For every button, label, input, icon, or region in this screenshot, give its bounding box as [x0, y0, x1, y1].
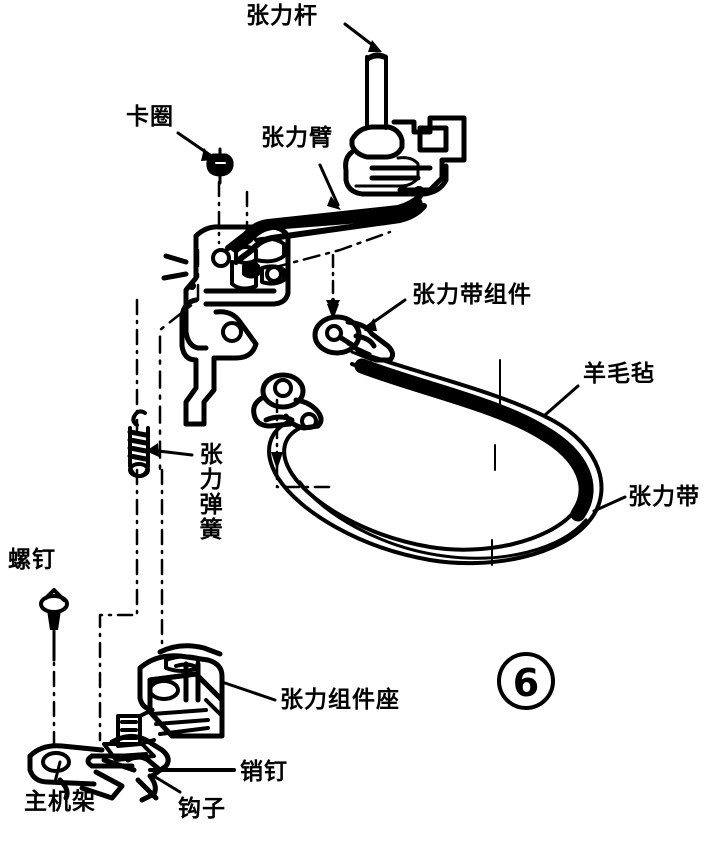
part-tension-band-outer — [267, 350, 604, 566]
label-tension-spring: 张力弹簧 — [195, 442, 222, 542]
part-tension-rod-tip — [366, 52, 387, 63]
part-band-bracket-2-hole — [273, 378, 293, 398]
label-tension-rod: 张力杆 — [246, 3, 318, 29]
label-hook: 钩子 — [178, 796, 226, 822]
part-main-frame — [27, 743, 137, 801]
label-pin: 销钉 — [240, 759, 288, 785]
leader-tension-rod — [343, 22, 377, 49]
centerline-band-hook-head — [271, 452, 283, 470]
leader-tension-assembly-seat — [220, 680, 277, 702]
part-bracket-hole-3 — [188, 282, 196, 290]
leader-tension-arm — [318, 163, 340, 207]
part-seat-hole-large — [148, 679, 180, 701]
part-main-frame-hole — [41, 751, 71, 773]
part-tension-arm-fill — [228, 196, 424, 254]
part-seat-post — [183, 661, 201, 703]
part-tension-arm-head — [343, 115, 467, 197]
part-clamp-ring — [206, 147, 234, 185]
part-tension-band-lower-rim — [298, 480, 588, 560]
label-clamp-ring: 卡圈 — [126, 104, 174, 130]
part-bracket-hole-1 — [211, 248, 231, 268]
part-bracket-hole-2 — [221, 321, 243, 343]
centerline-bracket-to-band — [270, 230, 392, 270]
part-band-assembly-slot — [346, 342, 374, 362]
label-main-frame: 主机架 — [24, 789, 96, 815]
label-wool-felt: 羊毛毡 — [583, 361, 655, 387]
part-tension-spring-coils — [127, 429, 149, 462]
part-band-bracket-2-pin — [300, 412, 318, 430]
leader-tension-arm-head — [327, 196, 341, 210]
leader-wool-felt — [543, 384, 580, 417]
label-tension-assembly-seat: 张力组件座 — [280, 687, 400, 713]
part-band-assembly-pin-head — [326, 300, 340, 314]
label-tension-band-assembly: 张力带组件 — [412, 282, 532, 308]
part-band-assembly-hole — [325, 324, 343, 342]
part-upper-bracket — [161, 224, 291, 427]
label-screw: 螺钉 — [8, 547, 56, 573]
part-screw-shank — [47, 610, 61, 630]
part-tension-spring-eye — [128, 462, 150, 478]
part-seat-ribs — [150, 698, 222, 736]
part-wool-felt — [354, 358, 594, 522]
label-tension-band: 张力带 — [628, 484, 700, 510]
centerline-spring-lower — [98, 468, 139, 742]
leader-tension-rod-head — [368, 40, 382, 52]
part-seat-linkage — [116, 708, 156, 748]
leader-hook — [150, 773, 182, 794]
figure-number-badge: 6 — [497, 652, 555, 710]
leader-tension-spring-head — [146, 443, 159, 457]
part-bracket-boss-hole — [265, 265, 283, 283]
part-tension-arm-head-shading — [354, 156, 420, 188]
label-tension-arm: 张力臂 — [261, 125, 333, 151]
part-tension-spring — [131, 409, 147, 427]
